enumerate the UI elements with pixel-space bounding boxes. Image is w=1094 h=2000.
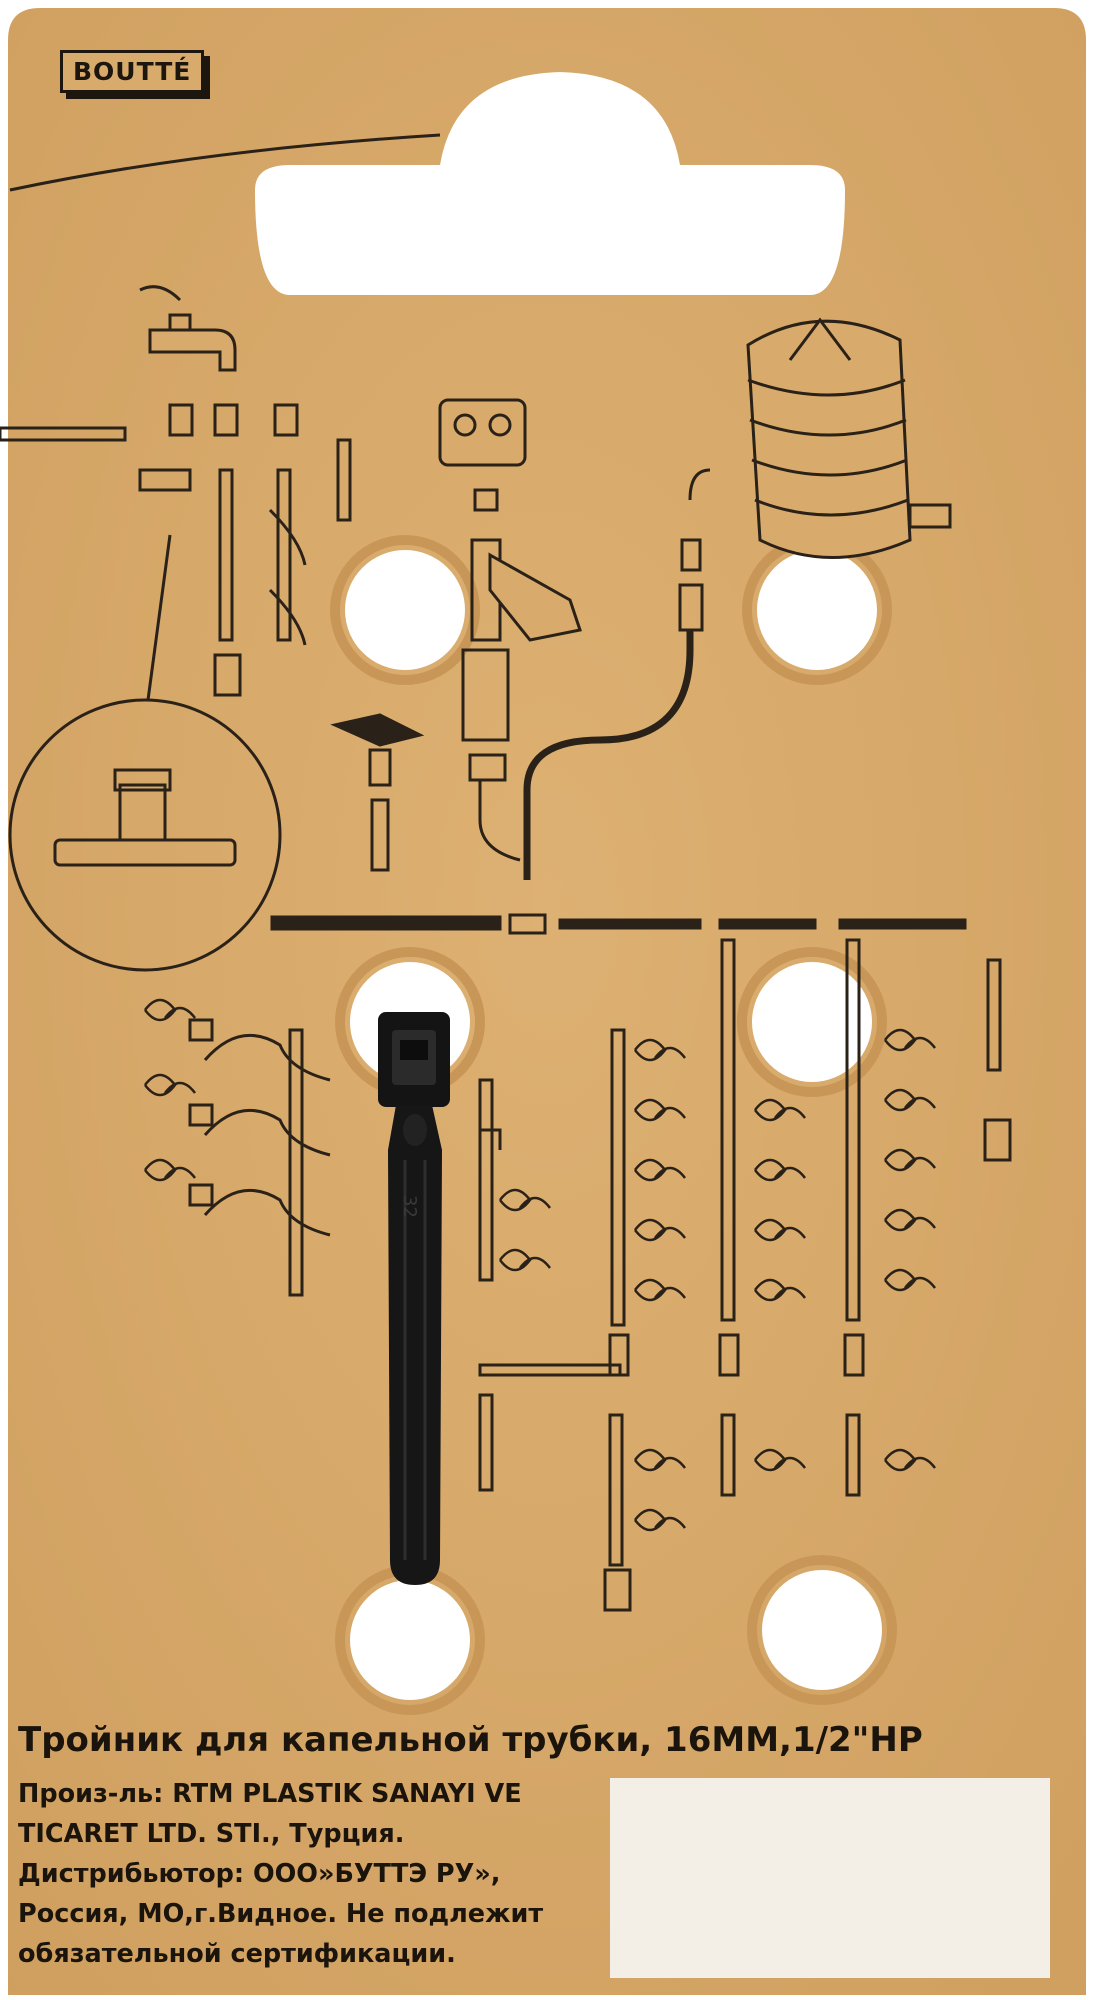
- hose: [523, 630, 694, 880]
- cable-tie-marking: 32: [399, 1195, 420, 1218]
- cable-tie: 32: [378, 1012, 450, 1585]
- brand-logo-text: BOUTTÉ: [73, 57, 192, 86]
- water-tank-drawing: [746, 317, 952, 559]
- manufacturer-line-2: TICARET LTD. STI., Турция.: [18, 1819, 405, 1849]
- hang-slot: [255, 72, 845, 295]
- blank-price-label: [610, 1778, 1050, 1978]
- main-header-pipe: [270, 915, 502, 931]
- certification-line: обязательной сертификации.: [18, 1939, 456, 1969]
- plant-drawings: [144, 998, 936, 1532]
- manufacturer-line-1: Произ-ль: RTM PLASTIK SANAYI VE: [18, 1779, 522, 1809]
- distributor-line-2: Россия, МО,г.Видное. Не подлежит: [18, 1899, 544, 1929]
- brand-swoosh: [9, 133, 441, 192]
- irrigation-schematic: [0, 285, 1012, 1612]
- detail-circle: [8, 698, 282, 972]
- product-title: Тройник для капельной трубки, 16MM,1/2"H…: [18, 1720, 923, 1760]
- brand-logo: BOUTTÉ: [60, 50, 205, 93]
- card-body: [8, 8, 1086, 1995]
- distributor-line-1: Дистрибьютор: ООО»БУТТЭ РУ»,: [18, 1859, 501, 1889]
- faucet-drawing: [148, 328, 237, 372]
